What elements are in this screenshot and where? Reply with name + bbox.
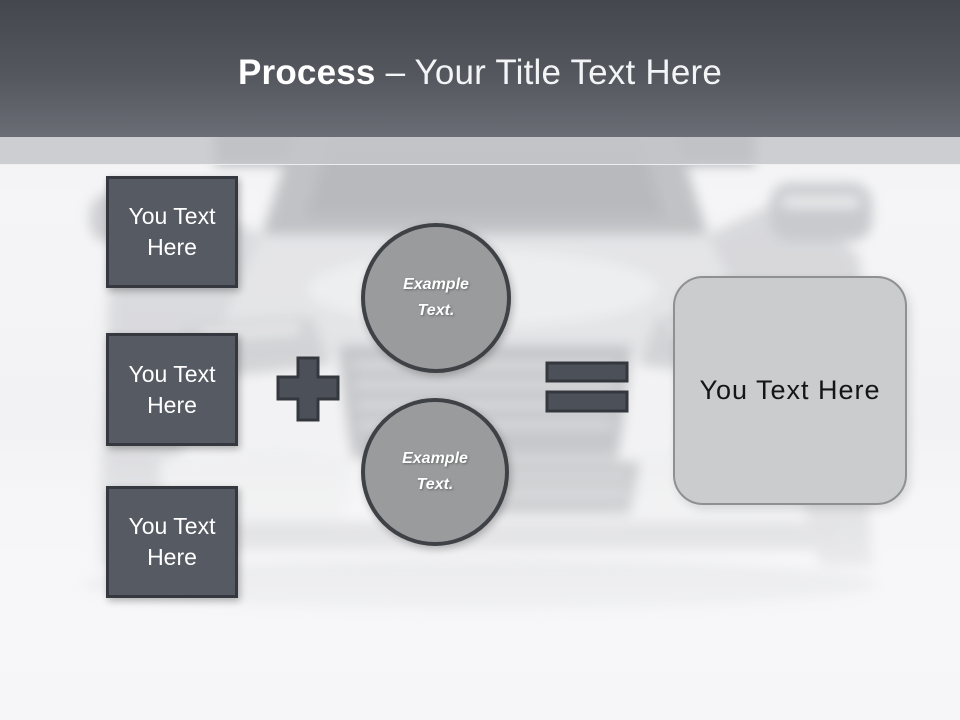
input-box-2[interactable]: You Text Here: [106, 333, 238, 446]
page-title[interactable]: Process– Your Title Text Here: [0, 52, 960, 94]
input-box-1[interactable]: You Text Here: [106, 176, 238, 288]
title-rest: – Your Title Text Here: [385, 53, 723, 92]
example-circle-2[interactable]: Example Text.: [361, 398, 509, 546]
equals-icon: [545, 361, 629, 413]
input-box-3[interactable]: You Text Here: [106, 486, 238, 598]
title-emphasis: Process: [237, 53, 376, 92]
header-divider-band: [0, 137, 960, 165]
plus-icon: [276, 356, 340, 422]
slide-header: Process– Your Title Text Here: [0, 0, 960, 137]
result-box[interactable]: You Text Here: [673, 276, 907, 505]
example-circle-1[interactable]: Example Text.: [361, 223, 511, 373]
